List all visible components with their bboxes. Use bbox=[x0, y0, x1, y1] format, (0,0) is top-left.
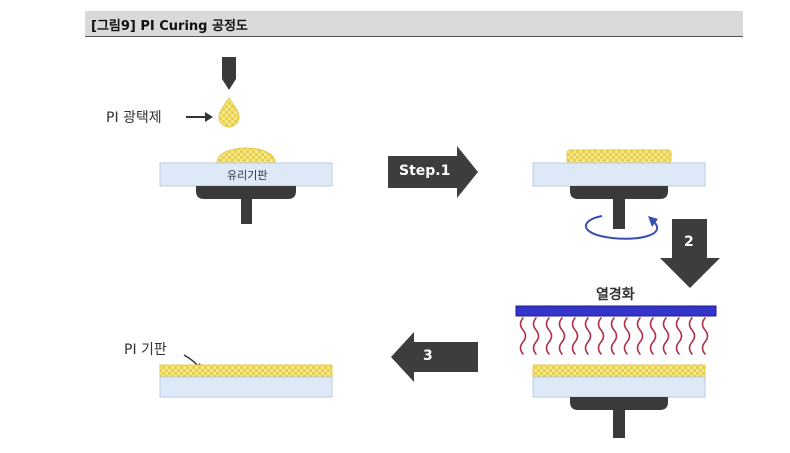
spin-stage bbox=[570, 186, 668, 229]
step2-label: 2 bbox=[684, 234, 694, 250]
pi-film-layer bbox=[159, 364, 333, 378]
glass-substrate bbox=[532, 162, 706, 187]
heat-waves bbox=[519, 317, 709, 355]
spin-stage bbox=[196, 186, 296, 224]
rotation-icon bbox=[584, 215, 658, 240]
pi-coating-dome bbox=[216, 147, 276, 164]
pi-solution-droplet bbox=[218, 97, 240, 128]
glass-substrate bbox=[159, 376, 333, 398]
glass-substrate bbox=[532, 376, 706, 398]
heater-bar bbox=[515, 305, 717, 317]
curing-label: 열경화 bbox=[596, 287, 635, 303]
step2-arrow bbox=[660, 219, 720, 288]
pi-solution-label: PI 광택제 bbox=[106, 110, 162, 126]
step3-label: 3 bbox=[423, 348, 433, 364]
dispense-nozzle bbox=[222, 57, 236, 90]
step1-arrow bbox=[388, 146, 478, 198]
pointer-arrow bbox=[186, 112, 213, 122]
pi-film-layer bbox=[532, 364, 706, 378]
step1-label: Step.1 bbox=[399, 163, 451, 179]
figure-header: [그림9] PI Curing 공정도 bbox=[85, 11, 743, 37]
step3-arrow bbox=[391, 332, 478, 382]
figure-title: [그림9] PI Curing 공정도 bbox=[91, 19, 248, 34]
pi-coating-layer bbox=[566, 149, 672, 164]
pi-substrate-label: PI 기판 bbox=[124, 342, 167, 358]
stage bbox=[570, 397, 668, 438]
glass-substrate-label: 유리기판 bbox=[227, 169, 268, 182]
